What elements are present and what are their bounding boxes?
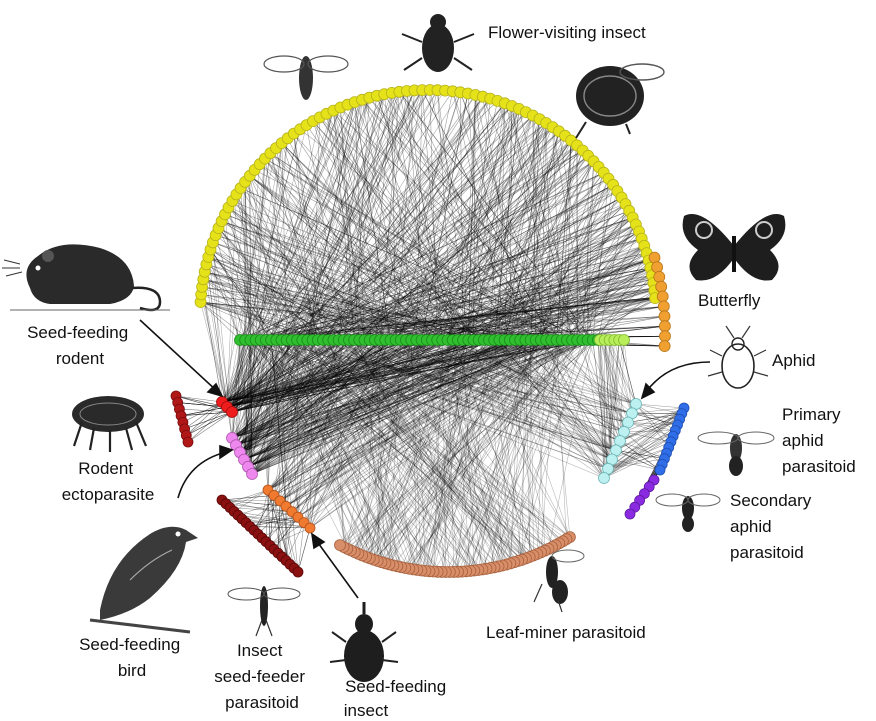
fly-icon <box>264 56 348 100</box>
label-flower-visiting-insect: Flower-visiting insect <box>488 23 646 42</box>
aphid-arrowhead <box>642 384 654 398</box>
label-insect-seed-feeder-parasitoid: Insect seed-feeder parasitoid <box>214 641 309 712</box>
label-seed-feeding-rodent: Seed-feeding rodent <box>27 323 133 368</box>
label-butterfly: Butterfly <box>698 291 761 310</box>
rodent-arrow <box>140 320 218 392</box>
label-seed-feeding-insect: Seed-feeding insect <box>344 677 451 720</box>
interaction-link <box>636 404 684 408</box>
label-aphid: Aphid <box>772 351 815 370</box>
flea-icon <box>72 396 146 452</box>
interaction-link <box>298 523 304 572</box>
bird-icon <box>90 527 198 632</box>
wasp-icon <box>698 432 774 476</box>
node-butterfly <box>657 291 668 302</box>
wasp-icon <box>534 550 584 612</box>
node-butterfly <box>654 271 665 282</box>
node-seed-feeding-bird <box>247 469 258 480</box>
node-butterfly <box>659 341 670 352</box>
bird-arrowhead <box>220 446 232 458</box>
label-primary-aphid-parasitoid: Primary aphid parasitoid <box>782 405 856 476</box>
node-leaf-miner-parasitoid <box>335 540 346 551</box>
bee-icon <box>576 64 664 138</box>
label-rodent-ectoparasite: Rodent ectoparasite <box>62 459 155 504</box>
node-butterfly <box>658 301 669 312</box>
label-leaf-miner-parasitoid: Leaf-miner parasitoid <box>486 623 646 642</box>
bird-arrow <box>178 452 226 498</box>
node-butterfly <box>659 321 670 332</box>
interaction-link <box>186 402 222 435</box>
interaction-link <box>298 528 310 572</box>
node-rodent-ectoparasite <box>183 437 193 447</box>
aphid-arrow <box>646 362 710 392</box>
node-butterfly <box>659 311 670 322</box>
node-butterfly <box>656 281 667 292</box>
aphid-icon <box>708 326 768 388</box>
weevil-icon <box>330 602 398 682</box>
node-seed-feeding-rodent <box>227 407 238 418</box>
interaction-link <box>226 490 268 504</box>
node-plant-light <box>619 335 630 346</box>
interaction-link <box>186 412 232 435</box>
wasp-icon <box>228 586 300 636</box>
node-primary-parasitoid <box>655 465 665 475</box>
node-aphid <box>599 473 610 484</box>
mouse-icon <box>2 244 170 310</box>
node-seed-feeding-insect <box>305 523 315 533</box>
interaction-links <box>176 90 684 572</box>
butterfly-icon <box>683 214 786 281</box>
node-butterfly <box>652 262 663 273</box>
fly-icon <box>402 14 474 72</box>
node-seed-feeder-parasitoid <box>293 567 303 577</box>
interaction-link <box>181 412 232 416</box>
label-seed-feeding-bird: Seed-feeding bird <box>79 635 185 680</box>
label-secondary-aphid-parasitoid: Secondary aphid parasitoid <box>730 491 816 562</box>
interaction-link <box>270 528 310 546</box>
node-secondary-parasitoid <box>625 509 635 519</box>
insect-arrowhead <box>312 534 324 548</box>
node-butterfly <box>660 331 671 342</box>
wasp-icon <box>656 494 720 532</box>
